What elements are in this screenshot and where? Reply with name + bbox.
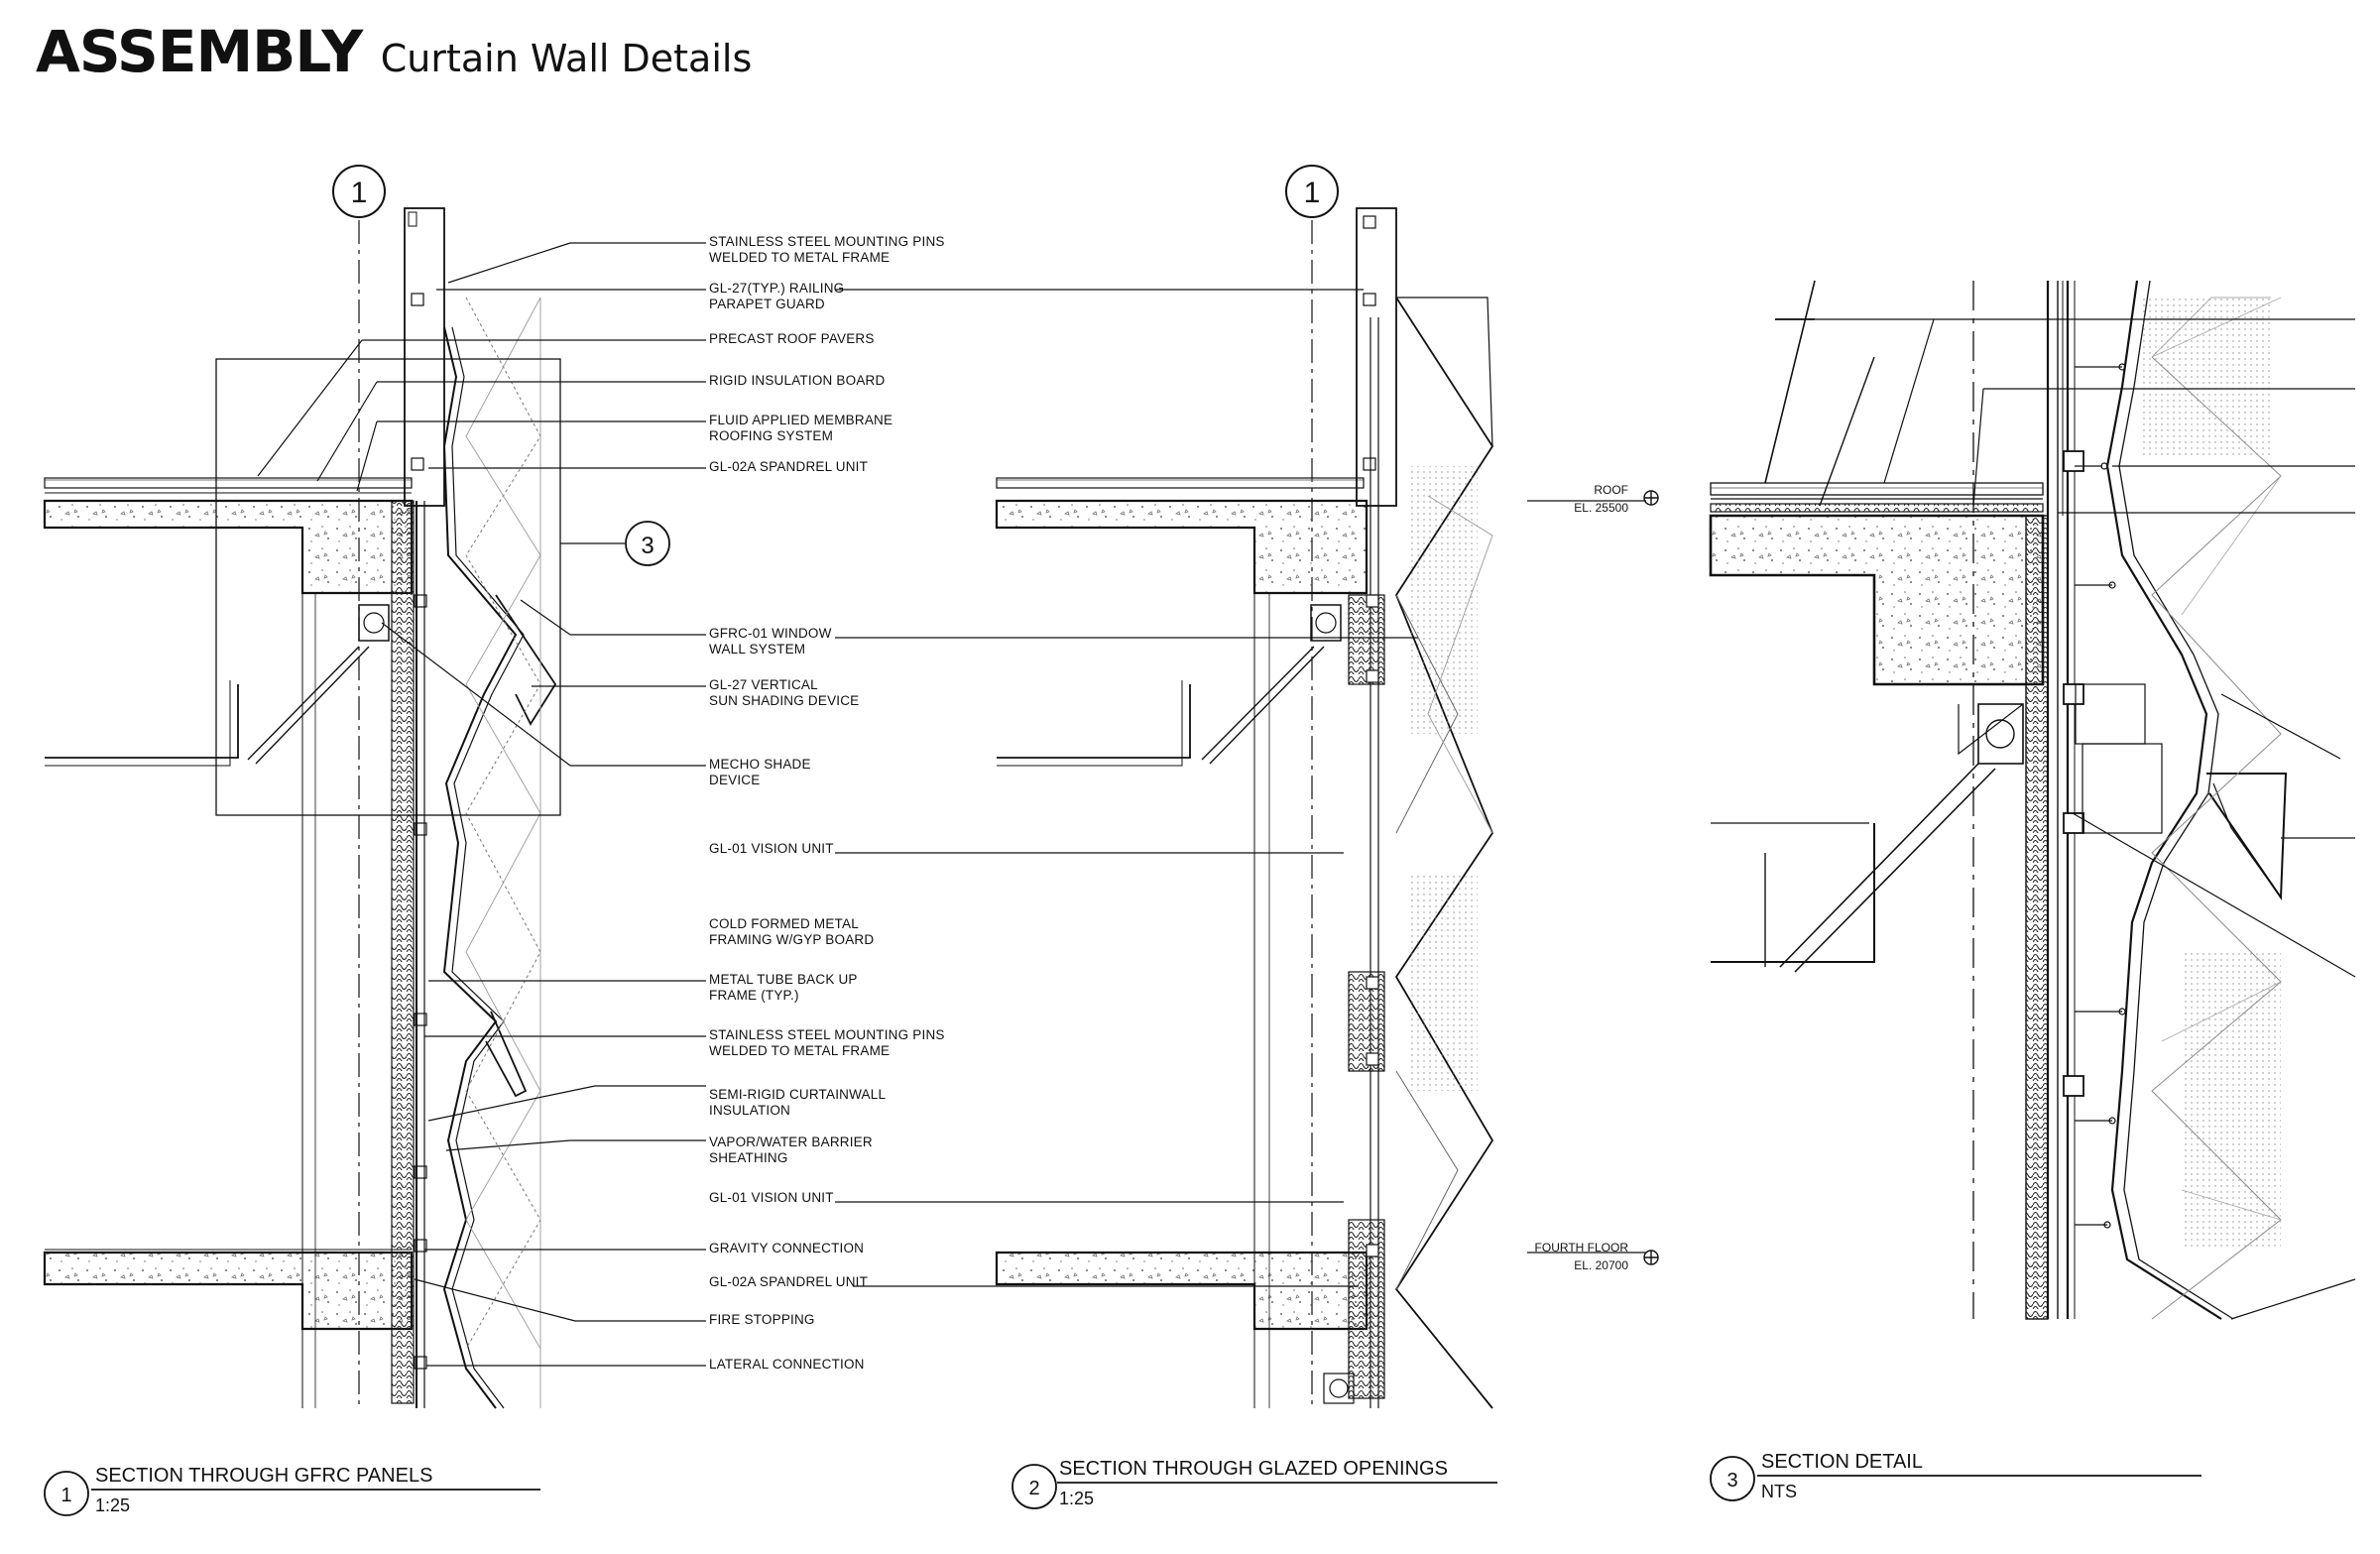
level-fourth-floor-elevation: EL. 20700	[1574, 1258, 1628, 1272]
section-gfrc-panels: 1	[43, 165, 706, 1409]
sheet-subtitle: Curtain Wall Details	[380, 37, 753, 80]
title-bubble-3	[1710, 1456, 1755, 1501]
section-detail	[1709, 280, 2356, 1320]
title-text-3: SECTION DETAIL	[1761, 1451, 1923, 1473]
note-window-wall-b: WALL SYSTEM	[709, 642, 805, 657]
drawing-title-1: 1 SECTION THROUGH GFRC PANELS 1:25	[44, 1465, 540, 1516]
title-scale-1: 1:25	[95, 1495, 130, 1515]
title-scale-2: 1:25	[1059, 1489, 1094, 1508]
note-sun-shading: GL-27 VERTICAL	[709, 677, 818, 692]
level-roof-name: ROOF	[1594, 483, 1628, 497]
note-vision-unit-2: GL-01 VISION UNIT	[709, 1190, 834, 1205]
note-spandrel-2: GL-02A SPANDREL UNIT	[709, 1274, 868, 1289]
note-cold-formed: COLD FORMED METAL	[709, 916, 859, 931]
note-mecho-shade-b: DEVICE	[709, 773, 760, 787]
note-sun-shading-b: SUN SHADING DEVICE	[709, 693, 859, 708]
level-markers: ROOF EL. 25500 FOURTH FLOOR EL. 20700	[1535, 483, 1629, 1272]
note-semi-rigid-b: INSULATION	[709, 1103, 790, 1118]
note-rigid-insulation: RIGID INSULATION BOARD	[709, 373, 885, 388]
title-number-3: 3	[1726, 1470, 1737, 1492]
grid-bubble-label-2: 1	[1304, 177, 1321, 209]
note-semi-rigid: SEMI-RIGID CURTAINWALL	[709, 1087, 886, 1102]
level-roof-elevation: EL. 25500	[1574, 501, 1628, 515]
roof-slab	[43, 499, 414, 595]
note-gravity-connection: GRAVITY CONNECTION	[709, 1241, 864, 1255]
sheet-title: ASSEMBLY	[36, 18, 363, 85]
grid-bubble-2	[1285, 165, 1339, 218]
note-mounting-pins-1b: WELDED TO METAL FRAME	[709, 250, 890, 265]
callout-bubble-label: 3	[641, 533, 654, 559]
note-fire-stopping: FIRE STOPPING	[709, 1312, 815, 1327]
title-text-2: SECTION THROUGH GLAZED OPENINGS	[1059, 1458, 1448, 1480]
note-mounting-pins-2: STAINLESS STEEL MOUNTING PINS	[709, 1027, 945, 1042]
leaders-1	[257, 242, 706, 1367]
note-spandrel-1: GL-02A SPANDREL UNIT	[709, 459, 868, 474]
note-railing: GL-27(TYP.) RAILING	[709, 281, 844, 296]
note-cold-formed-b: FRAMING W/GYP BOARD	[709, 932, 874, 947]
title-bubble-1	[44, 1471, 89, 1516]
note-railing-b: PARAPET GUARD	[709, 297, 825, 311]
note-membrane: FLUID APPLIED MEMBRANE	[709, 413, 892, 427]
grid-bubble-1	[332, 165, 386, 218]
sheet-heading: ASSEMBLY Curtain Wall Details	[36, 18, 752, 85]
note-window-wall: GFRC-01 WINDOW	[709, 626, 832, 641]
floor-slab	[43, 1251, 414, 1331]
detail-callout-box	[215, 358, 561, 816]
title-number-2: 2	[1028, 1478, 1039, 1499]
note-lateral-connection: LATERAL CONNECTION	[709, 1357, 865, 1372]
note-vapor-barrier-b: SHEATHING	[709, 1150, 788, 1165]
note-tube-frame-b: FRAME (TYP.)	[709, 988, 799, 1003]
note-roof-pavers: PRECAST ROOF PAVERS	[709, 331, 875, 346]
title-number-1: 1	[60, 1485, 71, 1506]
parapet	[404, 207, 445, 507]
annotation-notes: STAINLESS STEEL MOUNTING PINS WELDED TO …	[709, 234, 945, 1372]
section-glazed-openings: 1	[835, 165, 1659, 1409]
wall-insulation	[391, 500, 415, 1404]
title-scale-3: NTS	[1761, 1482, 1797, 1501]
grid-bubble-label: 1	[351, 177, 368, 209]
note-vision-unit-1: GL-01 VISION UNIT	[709, 841, 834, 856]
note-mecho-shade: MECHO SHADE	[709, 757, 811, 772]
note-mounting-pins-2b: WELDED TO METAL FRAME	[709, 1043, 890, 1058]
callout-bubble-3	[625, 521, 670, 566]
note-tube-frame: METAL TUBE BACK UP	[709, 972, 858, 987]
drawing-title-2: 2 SECTION THROUGH GLAZED OPENINGS 1:25	[1012, 1458, 1497, 1509]
drawing-title-3: 3 SECTION DETAIL NTS	[1710, 1451, 2202, 1501]
title-text-1: SECTION THROUGH GFRC PANELS	[95, 1465, 432, 1487]
note-membrane-b: ROOFING SYSTEM	[709, 428, 833, 443]
title-bubble-2	[1012, 1464, 1057, 1509]
level-fourth-floor-name: FOURTH FLOOR	[1535, 1241, 1629, 1255]
note-mounting-pins-1: STAINLESS STEEL MOUNTING PINS	[709, 234, 945, 249]
note-vapor-barrier: VAPOR/WATER BARRIER	[709, 1135, 873, 1149]
